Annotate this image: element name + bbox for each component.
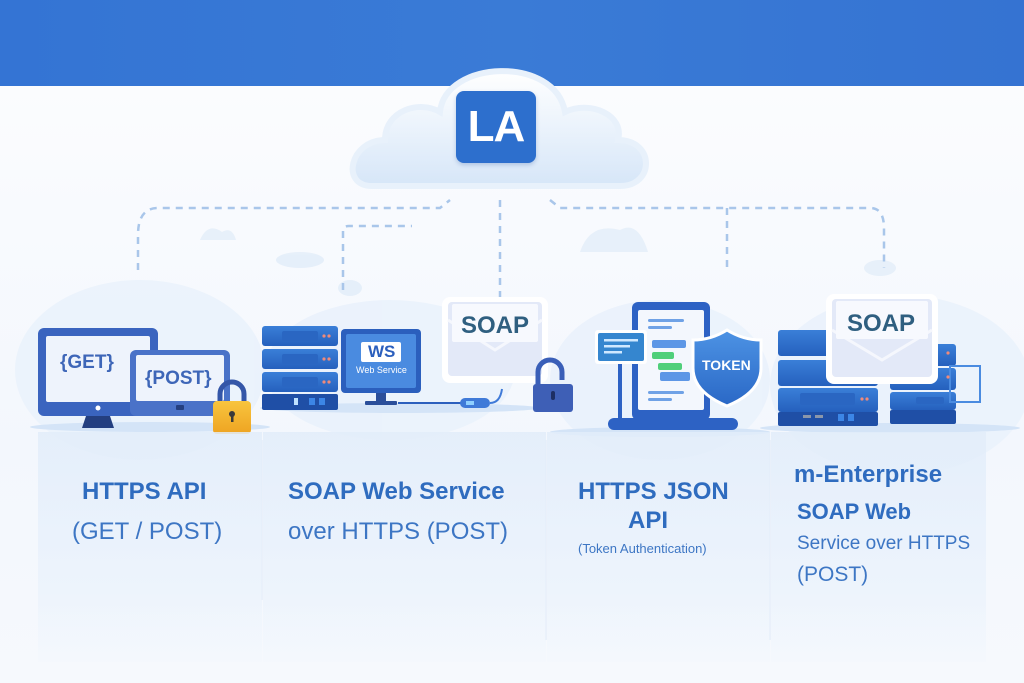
service-title-line2: SOAP Web — [797, 499, 912, 524]
monitor-icon — [341, 329, 462, 405]
panel-m-enterprise — [771, 432, 986, 662]
service-subtitle-line2: (POST) — [797, 563, 869, 586]
service-subtitle: (GET / POST) — [72, 518, 223, 545]
shield-icon — [691, 328, 763, 408]
service-title: SOAP Web Service — [288, 478, 505, 505]
panel-soap-web-service — [263, 432, 546, 662]
connector-plug-icon — [460, 388, 503, 408]
connector-lines — [136, 199, 886, 300]
padlock-icon — [213, 379, 251, 434]
server-rack-icon — [262, 326, 338, 410]
soap-envelope-label: SOAP — [847, 310, 916, 337]
service-subtitle: over HTTPS (POST) — [288, 518, 509, 545]
envelope-icon — [826, 294, 938, 384]
panel-https-api — [38, 432, 262, 662]
ws-badge: WS — [368, 342, 396, 361]
token-label: TOKEN — [702, 357, 751, 373]
panel-https-json-api — [547, 432, 770, 662]
service-subtitle: (Token Authentication) — [578, 541, 707, 556]
service-title: HTTPS API — [82, 478, 207, 505]
service-title: HTTPS JSON — [578, 478, 729, 505]
envelope-icon — [442, 297, 548, 383]
service-title: m-Enterprise — [794, 461, 943, 488]
soap-envelope-label: SOAP — [461, 312, 530, 339]
padlock-icon — [533, 357, 573, 412]
web-service-caption: Web Service — [356, 365, 407, 375]
get-label: {GET} — [60, 352, 114, 373]
service-subtitle: Service over HTTPS — [797, 533, 971, 554]
tablet-icon — [130, 350, 230, 416]
panel-dividers — [261, 440, 771, 640]
chat-panel-icon — [595, 330, 647, 364]
kiosk-display-icon — [608, 302, 738, 430]
background-clouds — [200, 227, 896, 296]
desktop-monitor-icon — [38, 328, 158, 428]
service-title-line2: API — [628, 507, 669, 534]
la-logo: LA — [456, 91, 536, 163]
post-label: {POST} — [145, 368, 212, 389]
